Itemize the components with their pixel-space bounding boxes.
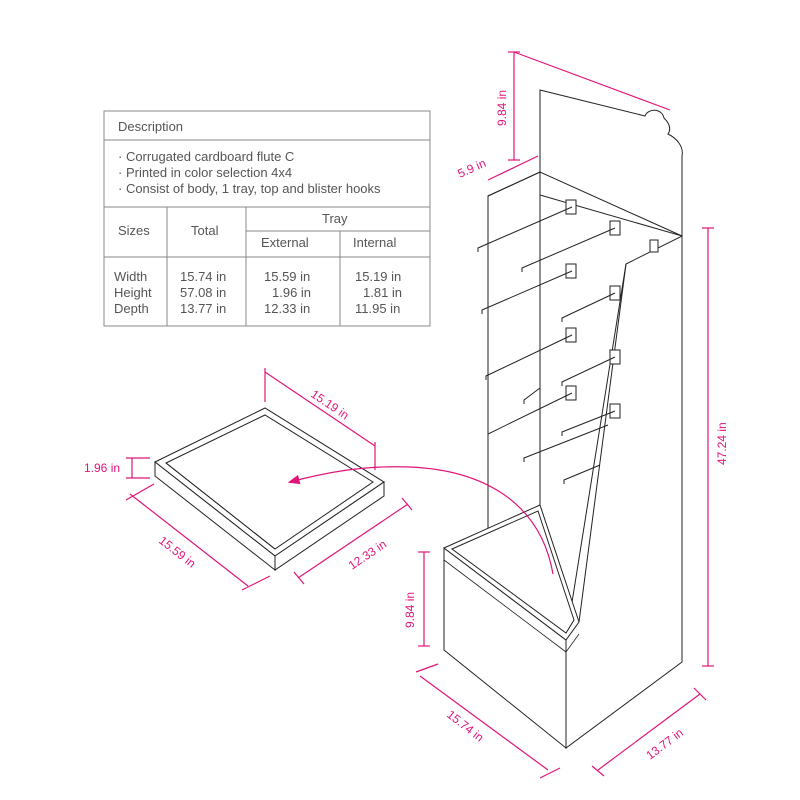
- total-width: 15.74 in: [180, 269, 226, 284]
- dim-base-height: 9.84 in: [403, 592, 417, 628]
- external-height: 1.96 in: [272, 285, 311, 300]
- row-label-depth: Depth: [114, 301, 149, 316]
- col-internal: Internal: [353, 235, 396, 250]
- tray-drawing: [154, 407, 385, 572]
- external-width: 15.59 in: [264, 269, 310, 284]
- bullet-3: · Consist of body, 1 tray, top and blist…: [118, 181, 381, 196]
- internal-depth: 11.95 in: [355, 301, 400, 316]
- dimension-lines: [125, 51, 714, 779]
- col-tray: Tray: [322, 211, 348, 226]
- bullet-2: · Printed in color selection 4x4: [118, 165, 292, 180]
- total-height: 57.08 in: [180, 285, 226, 300]
- row-label-width: Width: [114, 269, 147, 284]
- blister-hooks: [477, 199, 659, 484]
- dim-tray-height: 1.96 in: [84, 461, 120, 475]
- internal-height: 1.81 in: [363, 285, 402, 300]
- description-header: Description: [118, 119, 183, 134]
- stand-header-board: [539, 89, 683, 237]
- dim-body-height: 47.24 in: [715, 422, 729, 465]
- tray-arrow: [287, 466, 554, 575]
- stand-left-panel: [457, 171, 541, 561]
- dim-header-height: 9.84 in: [495, 90, 509, 126]
- total-depth: 13.77 in: [180, 301, 226, 316]
- dim-tray-external-width: 15.59 in: [156, 533, 198, 570]
- dim-header-depth: 5.9 in: [456, 156, 489, 181]
- spec-table: Description · Corrugated cardboard flute…: [103, 110, 431, 327]
- display-stand: [443, 89, 683, 750]
- internal-width: 15.19 in: [355, 269, 401, 284]
- col-external: External: [261, 235, 309, 250]
- row-label-height: Height: [114, 285, 152, 300]
- col-total: Total: [191, 223, 219, 238]
- bullet-1: · Corrugated cardboard flute C: [118, 149, 294, 164]
- dim-tray-external-depth: 12.33 in: [346, 537, 389, 572]
- dim-tray-internal-width: 15.19 in: [308, 387, 351, 422]
- col-sizes: Sizes: [118, 223, 150, 238]
- stand-right-column: [565, 235, 683, 749]
- dim-base-width: 15.74 in: [444, 707, 486, 744]
- external-depth: 12.33 in: [264, 301, 310, 316]
